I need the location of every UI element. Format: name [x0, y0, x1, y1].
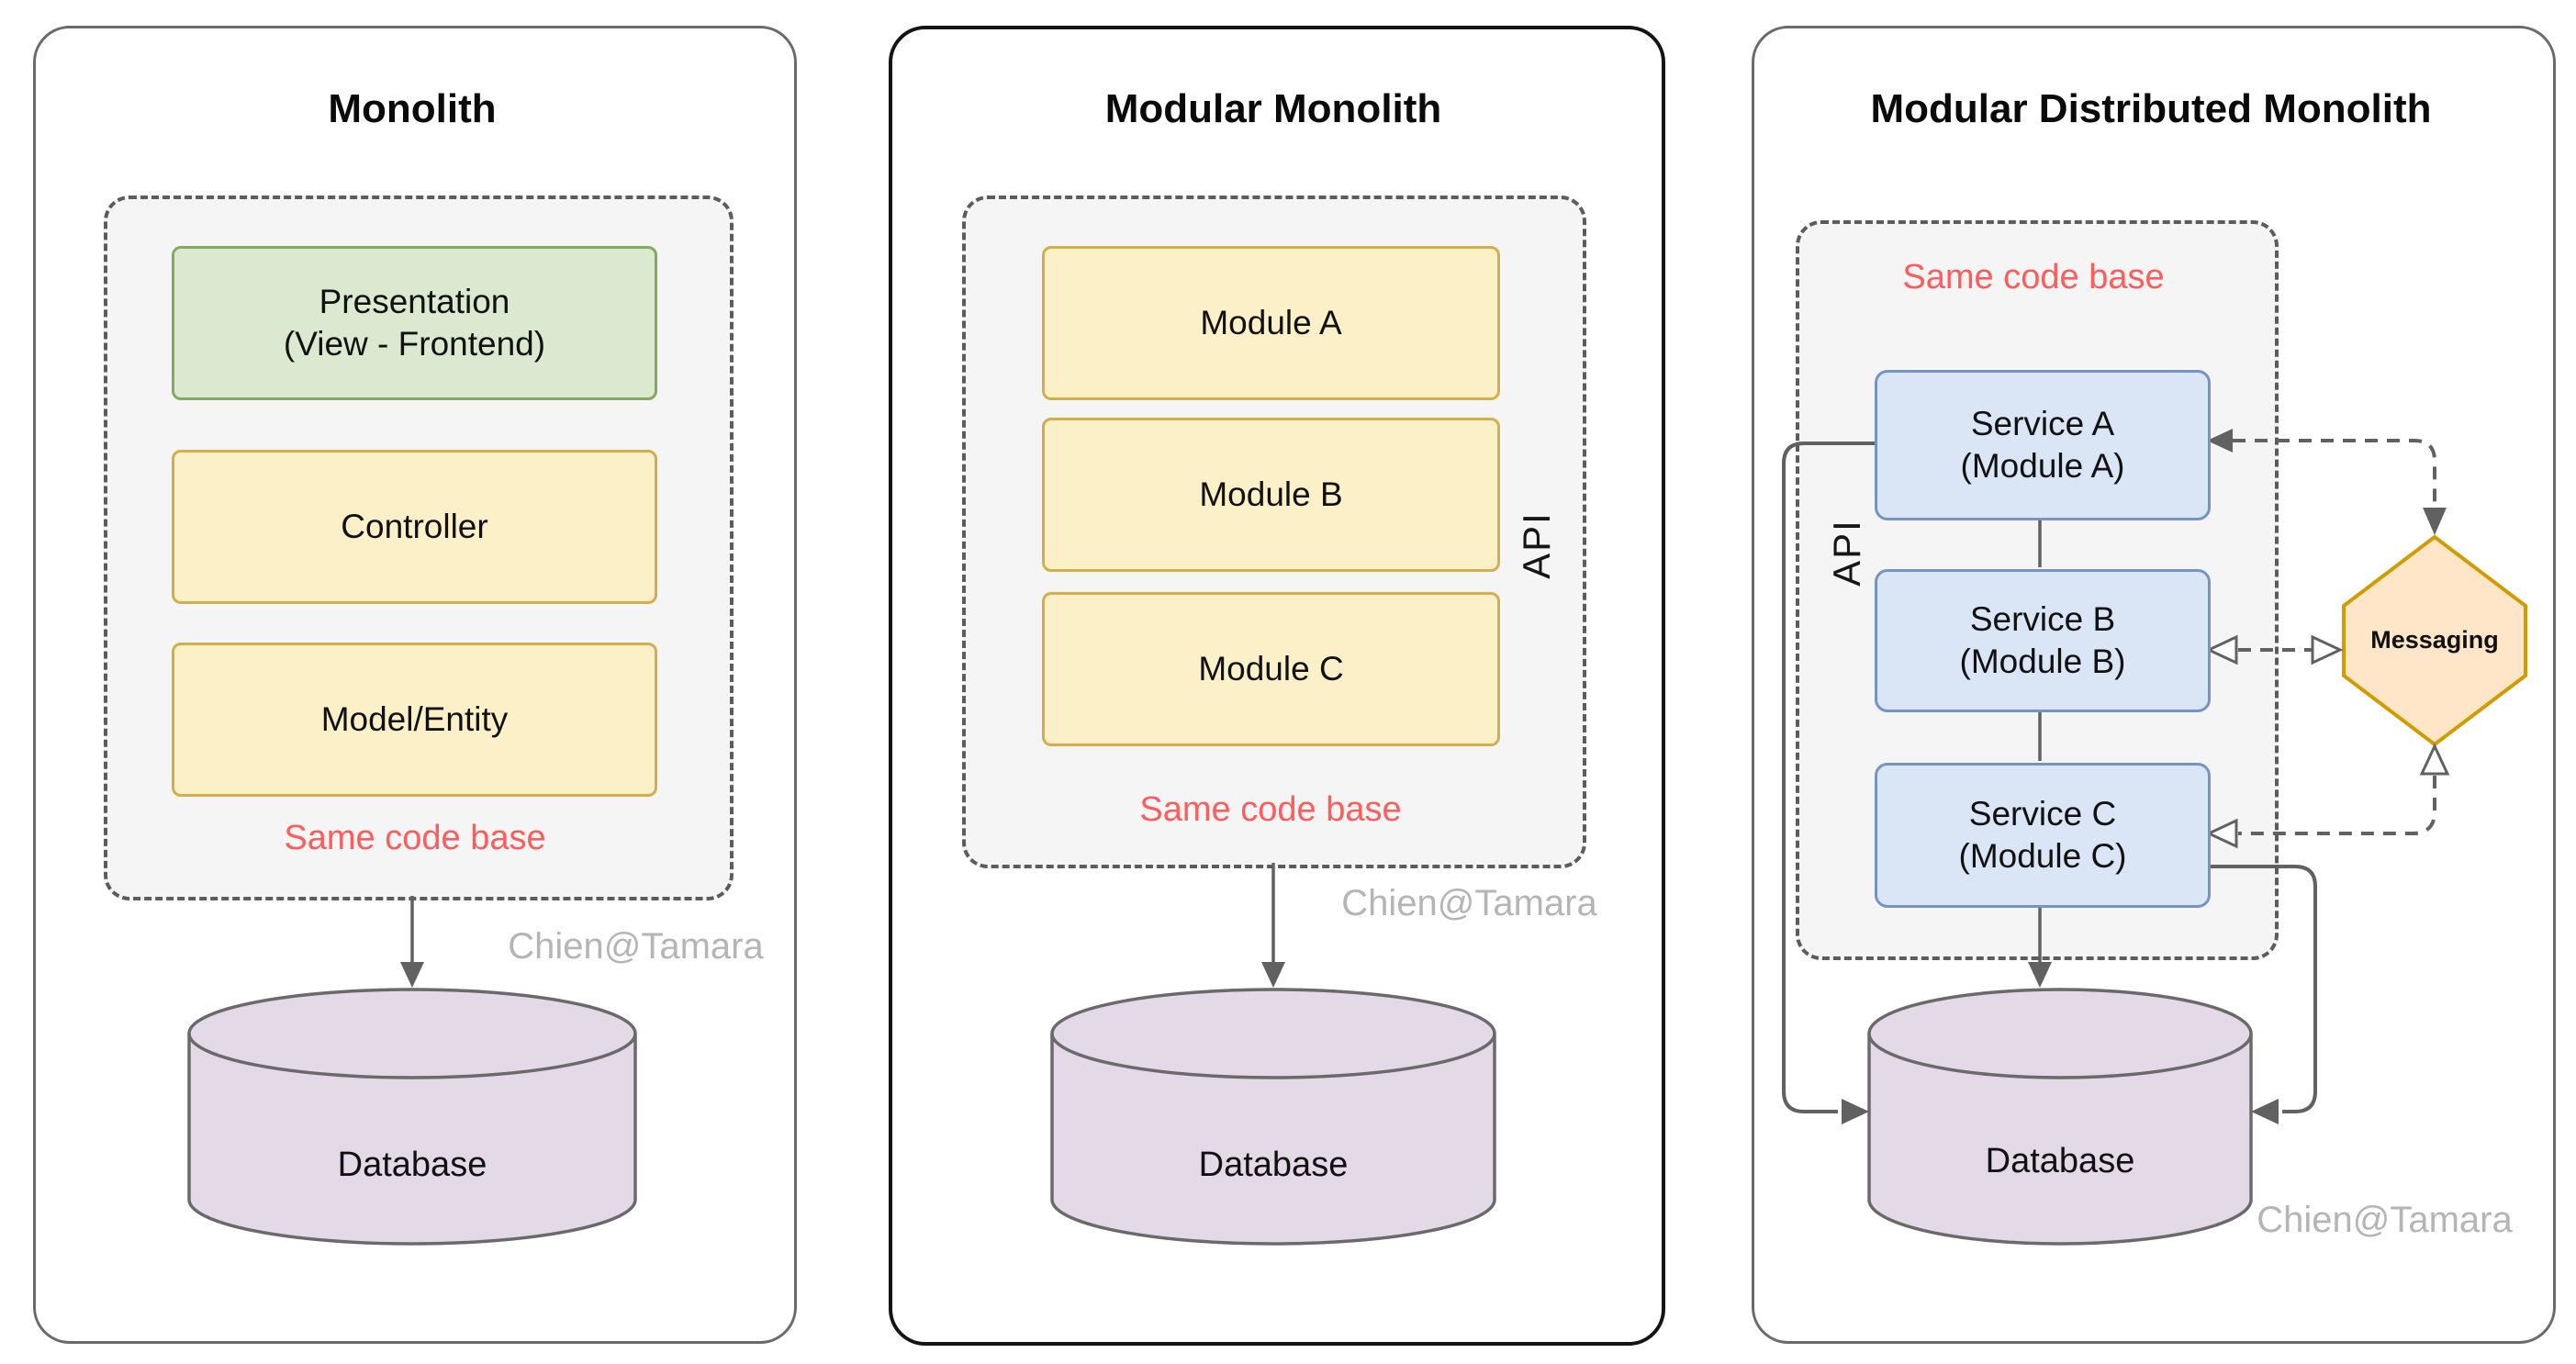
watermark-distributed: Chien@Tamara: [2257, 1200, 2513, 1240]
database-label-monolith: Database: [337, 1146, 487, 1184]
service-a-node: Service A (Module A): [1875, 370, 2211, 520]
dashed-link-serviceB-messaging: [2205, 634, 2344, 665]
service-c-label-line2: (Module C): [1958, 837, 2127, 875]
same-codebase-note-distributed: Same code base: [1902, 258, 2165, 296]
presentation-label-line1: Presentation: [319, 282, 510, 320]
service-c-label-line1: Service C: [1968, 794, 2117, 833]
module-a-label: Module A: [1200, 303, 1342, 341]
service-a-label-line1: Service A: [1970, 404, 2115, 442]
module-b-node: Module B: [1042, 418, 1500, 572]
presentation-label-line2: (View - Frontend): [283, 325, 546, 363]
database-label-modular: Database: [1198, 1146, 1349, 1184]
same-codebase-note-modular: Same code base: [1139, 790, 1402, 829]
model-entity-node: Model/Entity: [172, 643, 657, 797]
service-b-label-line1: Service B: [1969, 599, 2116, 638]
controller-node: Controller: [172, 450, 657, 604]
same-codebase-note-monolith: Same code base: [284, 819, 546, 857]
api-label-modular-monolith: API: [1515, 511, 1558, 579]
database-cylinder-modular: [1050, 988, 1496, 1246]
panel-title-distributed: Modular Distributed Monolith: [1870, 86, 2432, 131]
messaging-label: Messaging: [2370, 626, 2499, 654]
database-cylinder-monolith: [187, 988, 637, 1246]
watermark-modular: Chien@Tamara: [1341, 883, 1597, 923]
module-a-node: Module A: [1042, 246, 1500, 400]
service-c-node: Service C (Module C): [1875, 763, 2211, 908]
arrow-modular-to-database: [1261, 863, 1285, 988]
module-c-node: Module C: [1042, 592, 1500, 746]
api-label-distributed: API: [1825, 519, 1868, 587]
controller-label: Controller: [341, 507, 488, 545]
dashed-link-messaging-serviceA: [2207, 429, 2447, 535]
arrow-monolith-to-database: [400, 896, 424, 988]
arrow-serviceC-to-database: [2028, 904, 2052, 988]
watermark-monolith: Chien@Tamara: [508, 926, 764, 967]
service-b-node: Service B (Module B): [1875, 569, 2211, 712]
service-a-label-line2: (Module A): [1960, 447, 2125, 485]
presentation-node: Presentation (View - Frontend): [172, 246, 657, 400]
arrow-api-bracket-to-database: [1782, 442, 1875, 1124]
database-cylinder-distributed: [1867, 988, 2253, 1246]
panel-title-monolith: Monolith: [328, 86, 497, 131]
dashed-link-serviceC-messaging: [2205, 743, 2450, 849]
arrow-serviceC-loop-to-database: [2205, 865, 2317, 1124]
module-b-label: Module B: [1199, 475, 1343, 513]
database-label-distributed: Database: [1985, 1142, 2135, 1180]
service-b-label-line2: (Module B): [1959, 643, 2126, 680]
module-c-label: Module C: [1198, 649, 1344, 688]
panel-title-modular-monolith: Modular Monolith: [1104, 86, 1442, 131]
model-entity-label: Model/Entity: [320, 699, 509, 738]
